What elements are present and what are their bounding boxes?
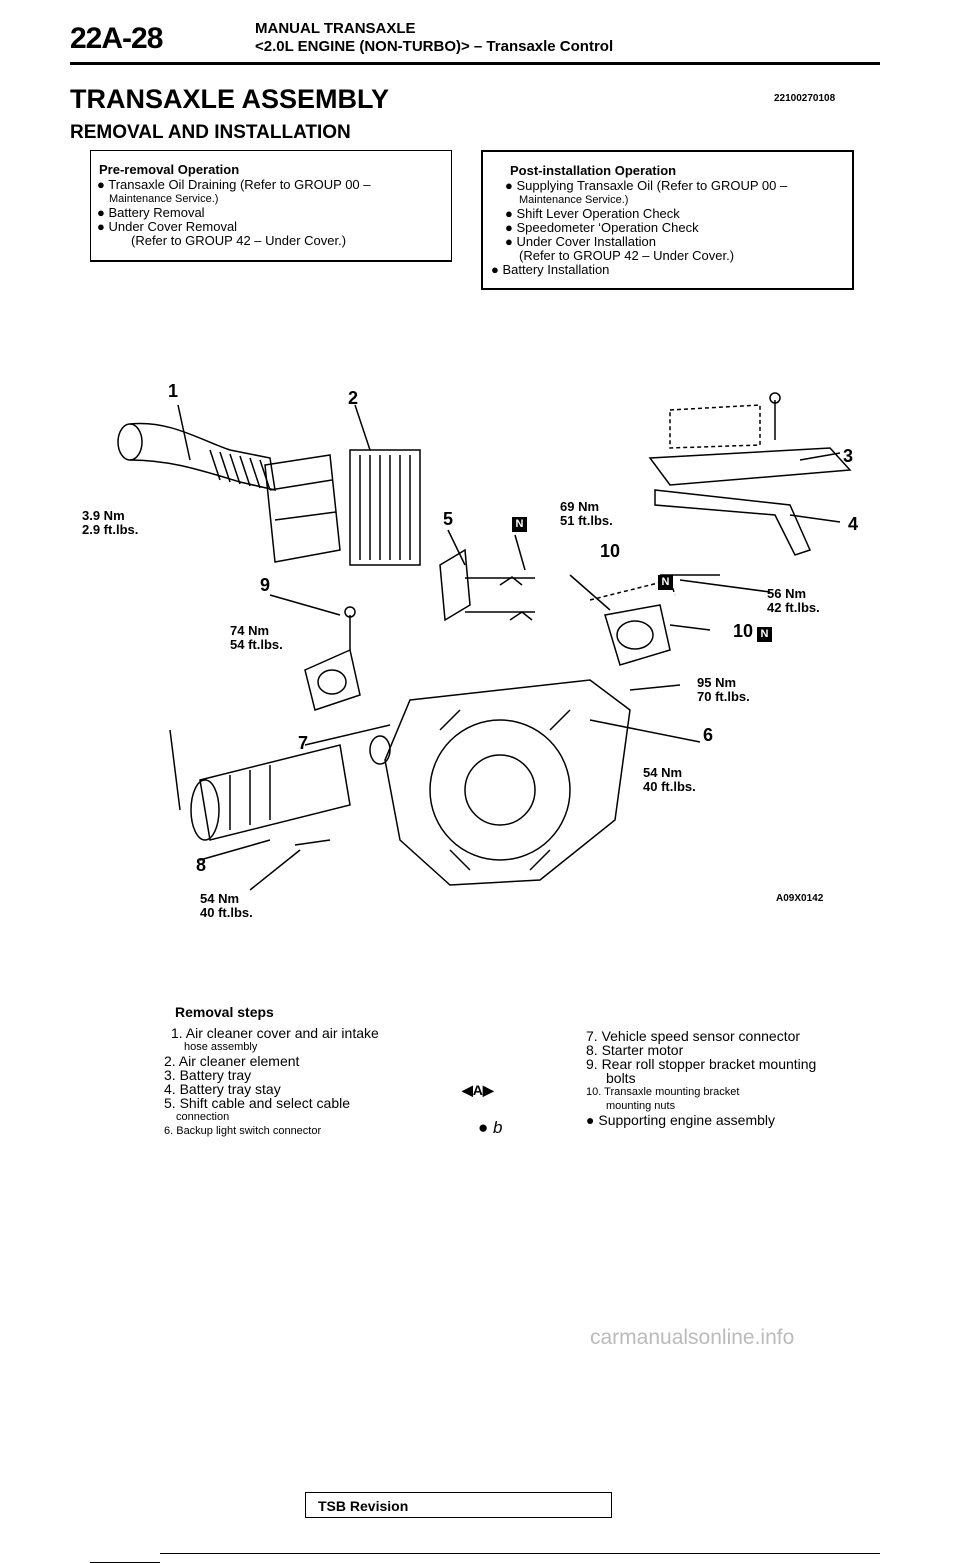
- air-cleaner-case-drawing: [264, 454, 341, 563]
- list-item: ● Transaxle Oil Draining (Refer to GROUP…: [97, 177, 371, 192]
- battery-tray-drawing: [648, 392, 852, 486]
- header-rule: [70, 62, 880, 65]
- transaxle-exploded-diagram: [117, 392, 852, 891]
- list-item-continued: (Refer to GROUP 42 – Under Cover.): [131, 233, 347, 248]
- list-item: ● Under Cover Removal: [97, 219, 238, 234]
- tsb-revision-label: TSB Revision: [318, 1498, 409, 1514]
- callout-1: 1: [168, 381, 179, 401]
- transaxle-case-drawing: [369, 679, 631, 886]
- step-item: 2. Air cleaner element: [164, 1053, 300, 1069]
- step-item: 3. Battery tray: [164, 1067, 252, 1083]
- step-item: 9. Rear roll stopper bracket mounting: [586, 1056, 817, 1072]
- step-item: 1. Air cleaner cover and air intake: [171, 1025, 379, 1041]
- list-item-continued: Maintenance Service.): [109, 193, 219, 205]
- list-item: ● Battery Removal: [97, 205, 205, 220]
- air-intake-hose-drawing: [117, 422, 276, 491]
- page-title: TRANSAXLE ASSEMBLY: [70, 84, 390, 114]
- step-item: ● Supporting engine assembly: [586, 1112, 776, 1128]
- step-item-continued: mounting nuts: [606, 1100, 676, 1112]
- removal-steps-right: 7. Vehicle speed sensor connector 8. Sta…: [586, 1029, 816, 1127]
- bullet-icon: ●: [97, 205, 109, 220]
- list-item-continued: (Refer to GROUP 42 – Under Cover.): [519, 248, 735, 263]
- pre-removal-list: ● Transaxle Oil Draining (Refer to GROUP…: [97, 178, 371, 248]
- service-mark-b: ● b: [478, 1118, 503, 1137]
- callout-6: 6: [703, 725, 714, 745]
- watermark: carmanualsonline.info: [590, 1326, 795, 1349]
- battery-tray-stay-drawing: [654, 489, 812, 556]
- step-item: 10. Transaxle mounting bracket: [586, 1086, 740, 1098]
- starter-motor-drawing: [190, 744, 351, 846]
- bullet-icon: ●: [505, 178, 517, 193]
- callout-5: 5: [443, 509, 454, 529]
- callout-8: 8: [196, 855, 207, 875]
- bullet-icon: ●: [586, 1112, 599, 1128]
- new-part-icon: N: [757, 627, 773, 642]
- step-item: 7. Vehicle speed sensor connector: [586, 1028, 801, 1044]
- bullet-icon: ●: [478, 1118, 493, 1137]
- post-installation-list: ● Supplying Transaxle Oil (Refer to GROU…: [491, 178, 788, 277]
- subsection-title: <2.0L ENGINE (NON-TURBO)> – Transaxle Co…: [255, 38, 614, 55]
- callout-3: 3: [843, 446, 854, 466]
- callout-10: 10: [600, 541, 621, 561]
- bullet-icon: ●: [491, 262, 503, 277]
- callout-4: 4: [848, 514, 859, 534]
- tsb-revision-box: TSB Revision: [305, 1492, 612, 1518]
- step-item-continued: hose assembly: [184, 1041, 258, 1053]
- new-part-icon: N: [658, 575, 673, 590]
- step-item-continued: bolts: [606, 1070, 636, 1086]
- post-installation-box: Post-installation Operation ● Supplying …: [481, 150, 854, 290]
- figure-id: A09X0142: [776, 893, 824, 904]
- list-item: ● Speedometer ‘Operation Check: [505, 220, 699, 235]
- list-item: ● Under Cover Installation: [505, 234, 656, 249]
- step-item: 5. Shift cable and select cable: [164, 1095, 351, 1111]
- new-part-icon: N: [512, 517, 527, 532]
- list-item: ● Battery Installation: [491, 262, 610, 277]
- bullet-icon: ●: [505, 220, 517, 235]
- bullet-icon: ●: [505, 206, 517, 221]
- post-installation-heading: Post-installation Operation: [510, 163, 677, 178]
- list-item: ● Shift Lever Operation Check: [505, 206, 680, 221]
- callout-2: 2: [348, 388, 359, 408]
- section-title: MANUAL TRANSAXLE: [255, 20, 416, 37]
- leader-lines: [169, 404, 841, 891]
- callout-9: 9: [260, 575, 271, 595]
- list-item: ● Supplying Transaxle Oil (Refer to GROU…: [505, 178, 788, 193]
- bullet-icon: ●: [97, 219, 109, 234]
- bullet-icon: ●: [97, 177, 109, 192]
- removal-steps-heading: Removal steps: [175, 1004, 274, 1020]
- step-item: 4. Battery tray stay: [164, 1081, 281, 1097]
- bullet-icon: ●: [505, 234, 517, 249]
- pre-removal-heading: Pre-removal Operation: [99, 162, 240, 177]
- removal-steps-left: 1. Air cleaner cover and air intake hose…: [164, 1026, 379, 1138]
- step-item: 8. Starter motor: [586, 1042, 684, 1058]
- shift-cable-bracket-drawing: [439, 548, 535, 622]
- service-mark-a: ◀A▶: [462, 1082, 494, 1098]
- page-subtitle: REMOVAL AND INSTALLATION: [70, 122, 351, 143]
- document-code: 22100270108: [774, 93, 836, 104]
- transaxle-mount-drawing: [589, 574, 720, 666]
- list-item-continued: Maintenance Service.): [519, 194, 629, 206]
- step-item: 6. Backup light switch connector: [164, 1125, 322, 1137]
- callout-7: 7: [298, 733, 309, 753]
- air-cleaner-element-drawing: [349, 449, 421, 566]
- page-number: 22A-28: [70, 22, 163, 55]
- roll-stopper-drawing: [304, 606, 361, 711]
- footer-rule: [160, 1553, 880, 1554]
- pre-removal-box: Pre-removal Operation ● Transaxle Oil Dr…: [90, 150, 452, 262]
- step-item-continued: connection: [176, 1111, 230, 1123]
